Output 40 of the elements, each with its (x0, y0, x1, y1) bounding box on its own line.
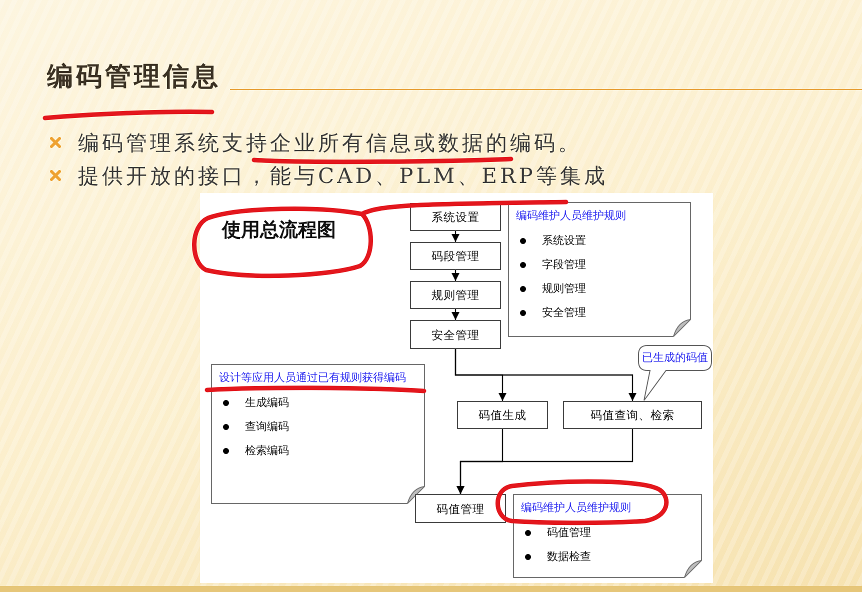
diagram-panel (200, 193, 713, 583)
note-sheet (513, 494, 702, 578)
step-label: 码段管理 (432, 249, 480, 263)
slide-title: 编码管理信息 (47, 62, 221, 92)
flow-arrow (452, 270, 460, 281)
callout-text: 已生成的码值 (642, 351, 708, 365)
step-label: 码值查询、检索 (590, 408, 674, 422)
step-label: 码值管理 (436, 502, 484, 516)
note-item: 码值管理 (547, 526, 591, 540)
step-label: 安全管理 (432, 328, 480, 342)
note-item: 生成编码 (245, 396, 289, 410)
note-heading: 编码维护人员维护规则 (521, 501, 631, 515)
bullet-text: 编码管理系统支持企业所有信息或数据的编码。 (78, 130, 582, 154)
step-label: 系统设置 (432, 210, 480, 224)
step-label: 规则管理 (432, 288, 480, 302)
callout-bubble (638, 345, 712, 401)
note-item: 查询编码 (245, 420, 289, 434)
note-item: 字段管理 (542, 258, 586, 272)
note-item: 检索编码 (245, 444, 289, 458)
note-item: 安全管理 (542, 306, 586, 320)
process-box (410, 281, 501, 309)
note-item: 数据检查 (547, 550, 591, 564)
process-box (457, 401, 548, 429)
diagram-heading: 使用总流程图 (222, 219, 336, 241)
flow-arrow (452, 309, 460, 320)
process-box (415, 494, 506, 523)
step-label: 码值生成 (478, 408, 526, 422)
flow-arrow (454, 349, 636, 401)
note-heading: 设计等应用人员通过已有规则获得编码 (219, 371, 406, 385)
note-item: 系统设置 (542, 234, 586, 248)
bullet-text: 提供开放的接口，能与CAD、PLM、ERP等集成 (78, 164, 608, 188)
note-sheet (508, 202, 691, 337)
process-box (410, 242, 501, 270)
note-item: 规则管理 (542, 282, 586, 296)
note-heading: 编码维护人员维护规则 (516, 209, 626, 223)
note-sheet (211, 364, 425, 504)
process-box (563, 401, 702, 429)
flow-arrow (452, 231, 460, 242)
process-box (410, 320, 501, 349)
flow-arrow (456, 429, 634, 494)
